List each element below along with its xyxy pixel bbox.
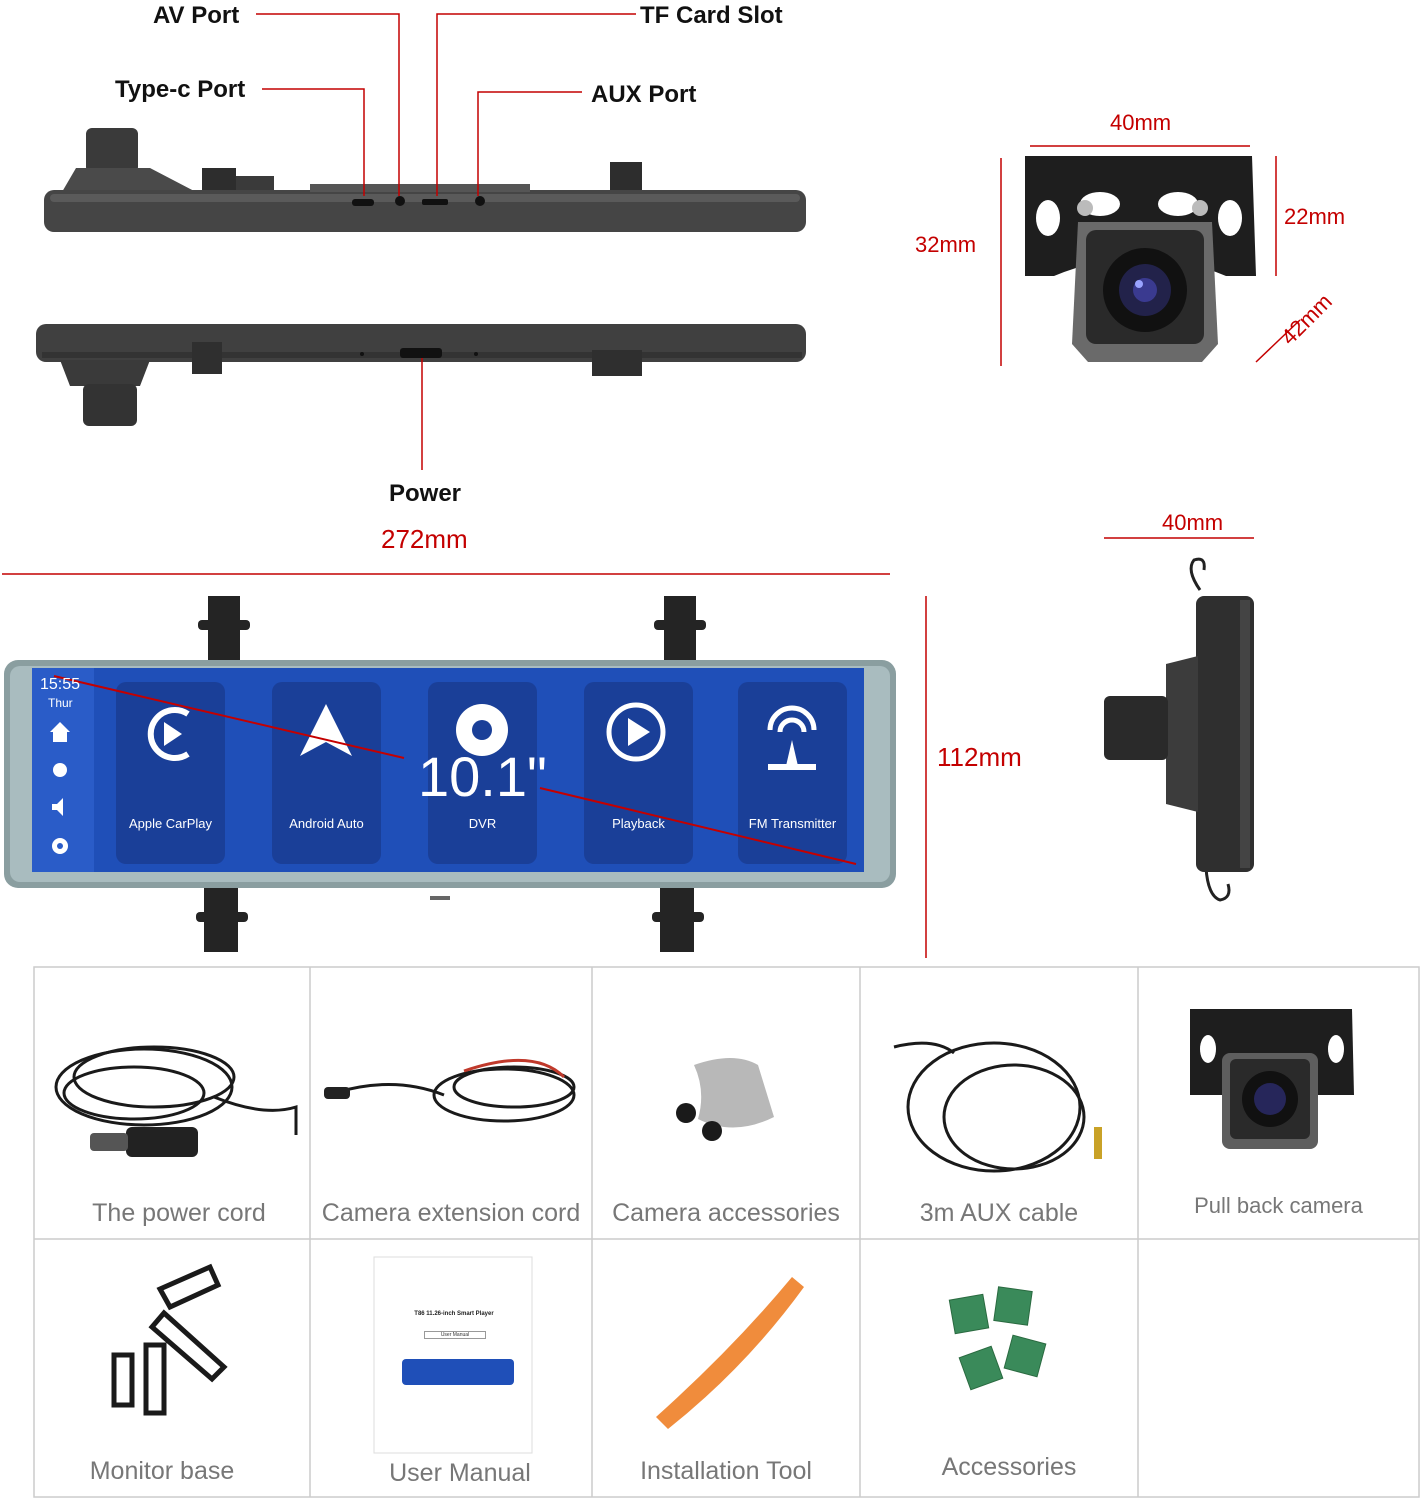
mirror-top-view <box>36 13 806 470</box>
screen-time: 15:55 <box>40 676 81 693</box>
app-android-auto[interactable]: Android Auto <box>289 816 364 831</box>
monitor-base-label: Monitor base <box>89 1457 235 1485</box>
mirror-height-dimension: 112mm <box>937 742 1022 772</box>
power-label: Power <box>389 480 462 507</box>
camera-height-dimension: 32mm <box>915 232 977 257</box>
pull-back-camera-label: Pull back camera <box>1194 1193 1363 1218</box>
screen-day: Thur <box>48 696 73 710</box>
aux-cable-image <box>893 1041 1086 1173</box>
camera-extension-cord-label: Camera extension cord <box>321 1199 581 1227</box>
screen-size-label: 10.1" <box>418 745 547 808</box>
installation-tool-label: Installation Tool <box>640 1457 812 1485</box>
side-width-dimension: 40mm <box>1162 510 1224 535</box>
mirror-side-view <box>1104 537 1254 902</box>
power-cord-image <box>54 1045 298 1135</box>
rear-camera-diagram <box>1000 145 1301 366</box>
type-c-port-label: Type-c Port <box>115 76 246 103</box>
aux-cable-label: 3m AUX cable <box>919 1199 1079 1227</box>
mirror-front-view <box>2 573 927 958</box>
app-dvr[interactable]: DVR <box>468 816 497 831</box>
camera-accessories-label: Camera accessories <box>612 1199 840 1227</box>
power-cord-label: The power cord <box>92 1199 266 1227</box>
camera-accessories-image <box>694 1058 774 1128</box>
camera-width-dimension: 40mm <box>1110 110 1172 135</box>
manual-subtitle: User Manual <box>424 1331 486 1339</box>
mirror-width-dimension: 272mm <box>381 524 468 554</box>
app-playback[interactable]: Playback <box>612 816 665 831</box>
extension-cord-image <box>333 1065 576 1123</box>
camera-bracket-height-dimension: 22mm <box>1284 204 1346 229</box>
user-manual-image <box>373 1256 533 1454</box>
accessories-grid: The power cord Camera extension cord Cam… <box>33 966 1420 1498</box>
installation-tool-image <box>656 1277 804 1429</box>
app-fm-transmitter[interactable]: FM Transmitter <box>748 816 837 831</box>
adhesive-pads-image <box>948 1286 1047 1391</box>
monitor-base-image <box>111 1263 228 1416</box>
aux-port-label: AUX Port <box>591 81 697 108</box>
manual-title: T86 11.26-inch Smart Player <box>414 1311 494 1317</box>
user-manual-label: User Manual <box>389 1459 531 1487</box>
tf-card-slot-label: TF Card Slot <box>640 2 783 29</box>
accessories-label: Accessories <box>941 1453 1077 1481</box>
app-apple-carplay[interactable]: Apple CarPlay <box>128 816 213 831</box>
av-port-label: AV Port <box>153 2 240 29</box>
grid-lines <box>33 966 1420 1498</box>
